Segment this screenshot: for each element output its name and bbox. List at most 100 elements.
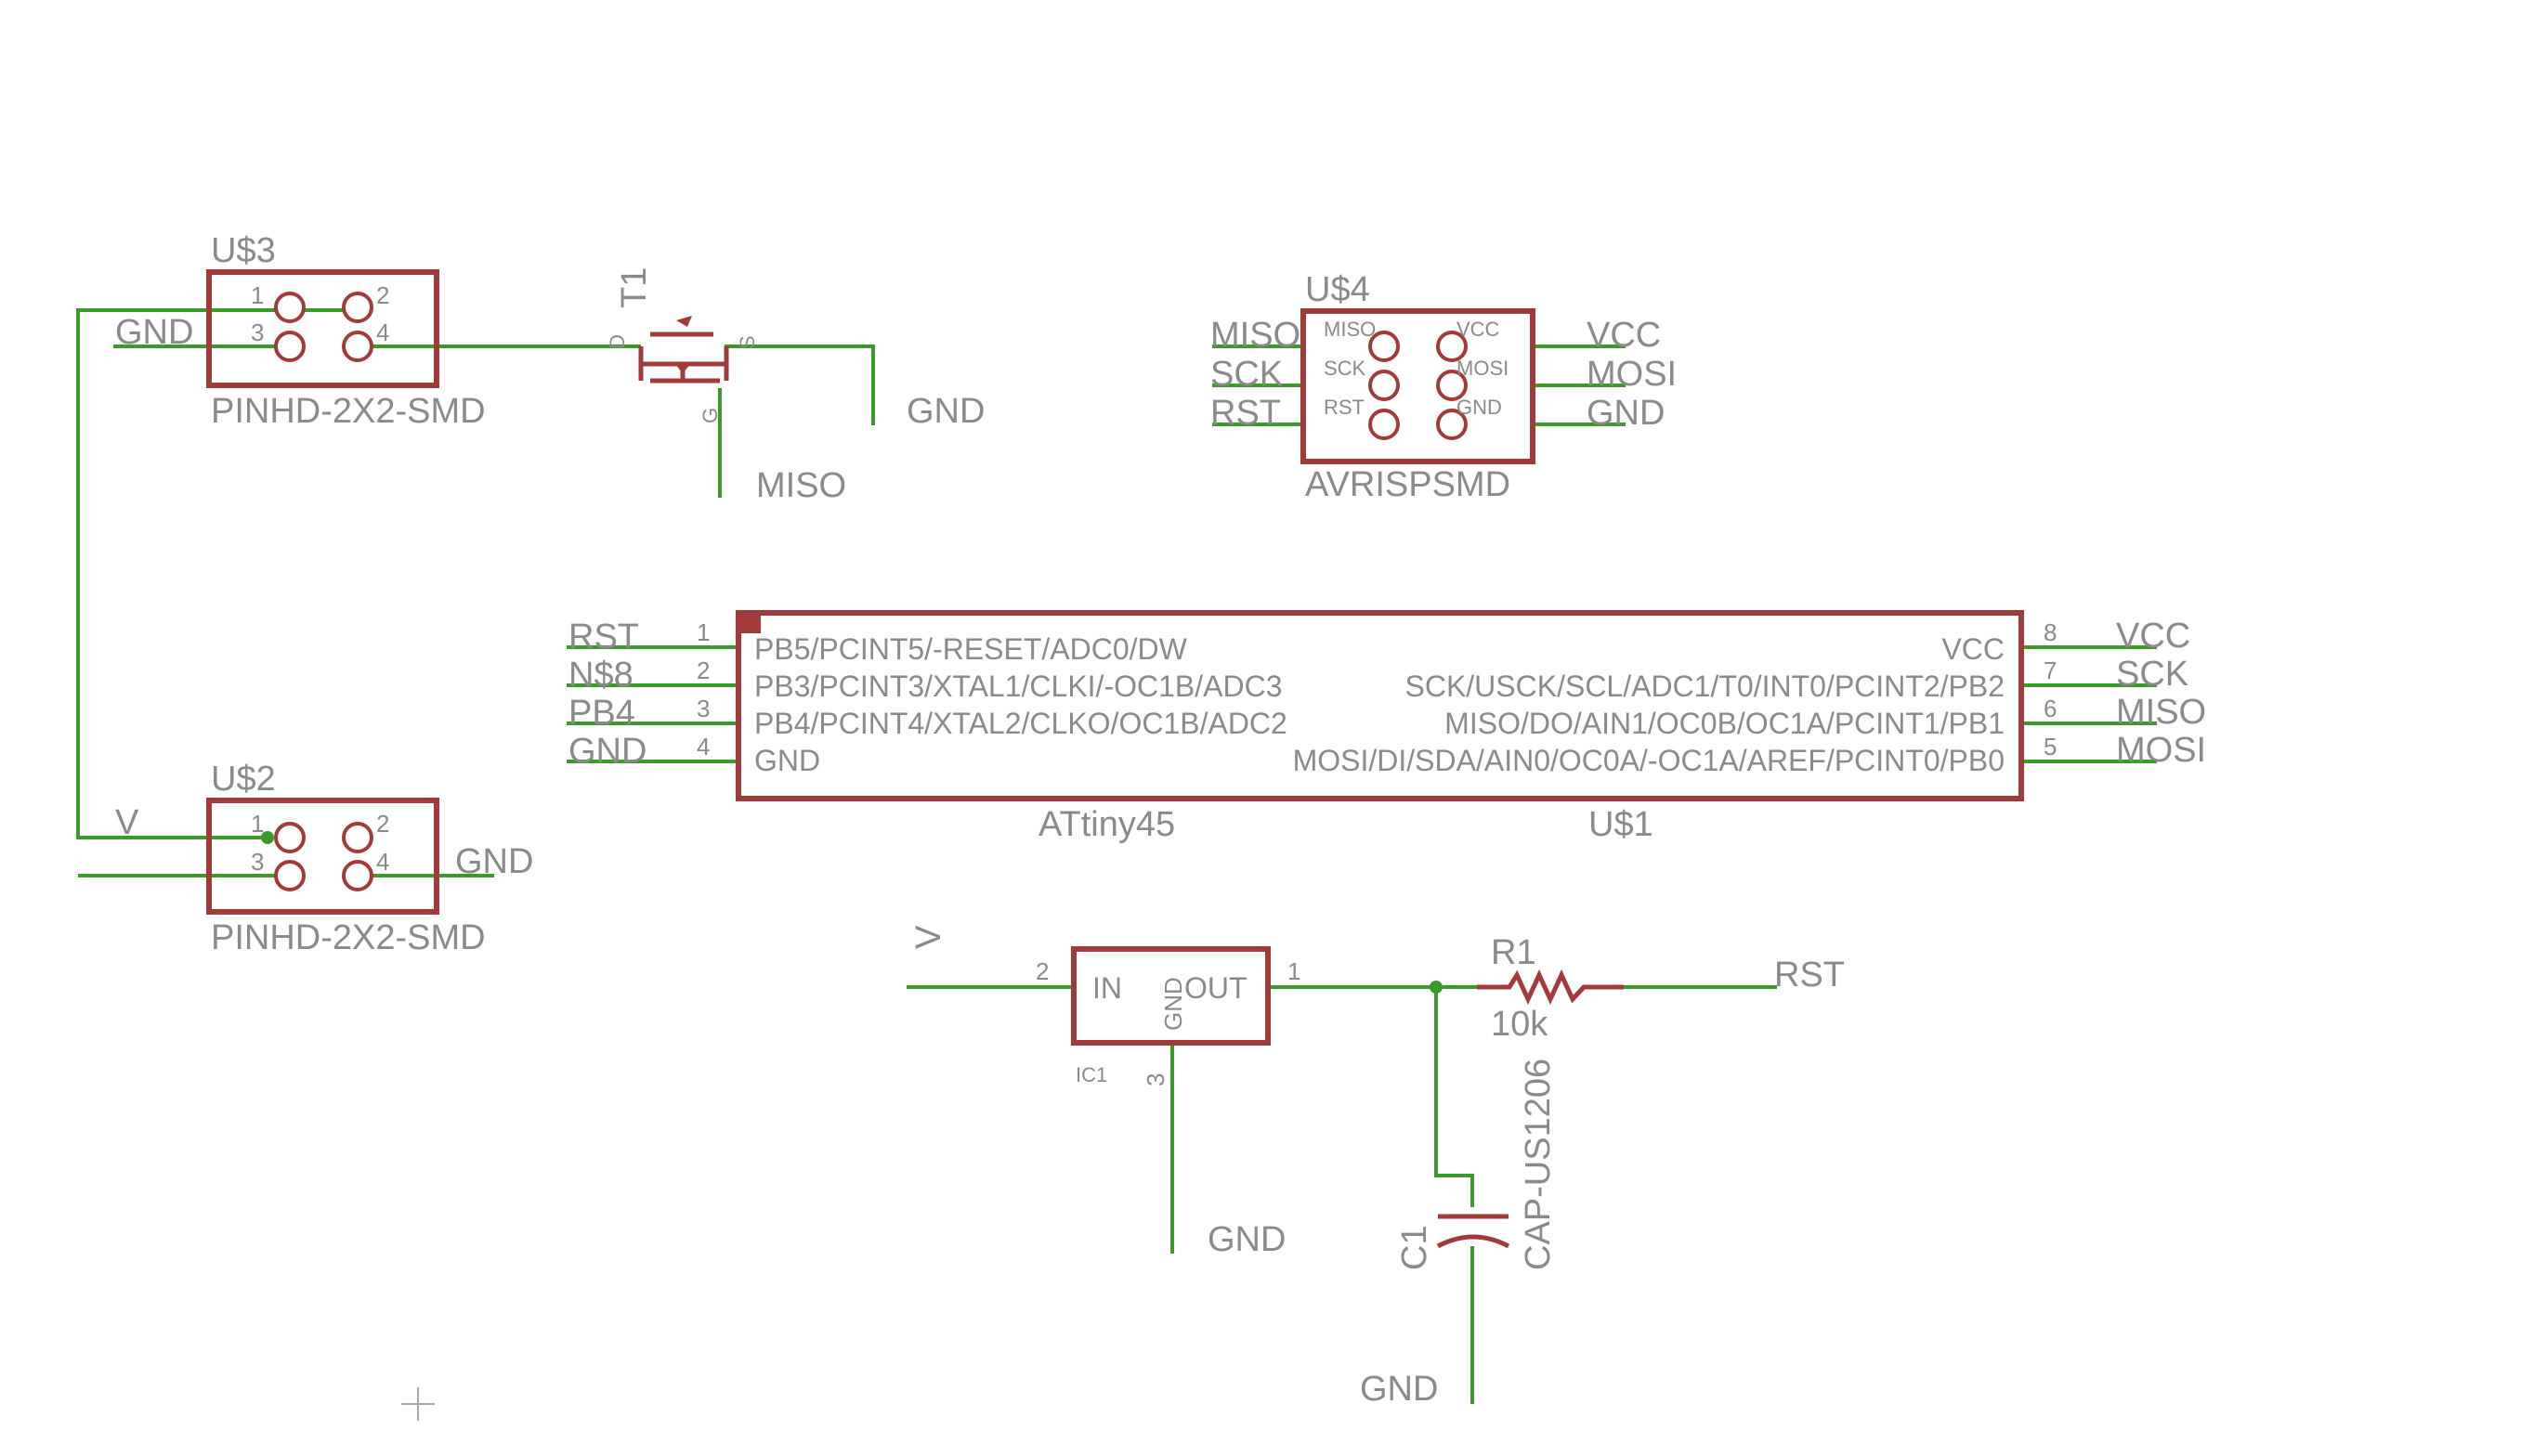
u1-right-label-8: VCC — [1941, 632, 2005, 666]
u4-pad — [1368, 370, 1400, 401]
wire-to-c1 — [1434, 987, 1474, 1207]
u2-net-v: V — [115, 803, 139, 842]
ic1-num-in: 2 — [1036, 957, 1049, 985]
junction-dot — [261, 831, 274, 844]
u1-net-mosi: MOSI — [2116, 731, 2206, 770]
u1-pin1-marker — [740, 615, 761, 633]
u1-left-label-3: PB4/PCINT4/XTAL2/CLKO/OC1B/ADC2 — [754, 707, 1287, 740]
wire-t1-gnd — [725, 344, 875, 425]
component-u3[interactable]: U$3 PINHD-2X2-SMD 1 2 3 4 GND — [115, 231, 486, 431]
t1-net-miso: MISO — [756, 466, 846, 505]
u1-pin-num-2: 2 — [697, 656, 710, 684]
component-r1[interactable]: R1 10k RST — [1477, 933, 1845, 1044]
u3-pad — [274, 292, 306, 323]
t1-net-gnd: GND — [907, 392, 985, 431]
ic1-net-v: V — [909, 925, 948, 949]
u4-body — [1300, 308, 1535, 464]
ic1-name: IC1 — [1076, 1063, 1107, 1086]
u1-name: U$1 — [1588, 805, 1653, 844]
ic1-pin-gnd: GND — [1159, 977, 1187, 1031]
u1-pin-num-1: 1 — [697, 618, 710, 646]
component-u2[interactable]: U$2 PINHD-2X2-SMD 1 2 3 4 V GND — [115, 760, 533, 957]
u4-net-mosi: MOSI — [1587, 355, 1677, 394]
u1-net-n8: N$8 — [568, 656, 634, 695]
ic1-net-gnd: GND — [1208, 1220, 1286, 1259]
u1-net-sck: SCK — [2116, 655, 2188, 694]
u3-value: PINHD-2X2-SMD — [211, 392, 486, 431]
u1-net-gnd: GND — [568, 732, 647, 771]
u1-left-label-2: PB3/PCINT3/XTAL1/CLKI/-OC1B/ADC3 — [754, 670, 1282, 703]
c1-value: CAP-US1206 — [1519, 1059, 1558, 1270]
u4-pin-sck: SCK — [1324, 357, 1366, 380]
ic1-num-gnd: 3 — [1142, 1073, 1169, 1086]
origin-cross — [401, 1387, 435, 1421]
u2-name: U$2 — [211, 760, 276, 799]
u4-net-sck: SCK — [1210, 355, 1283, 394]
r1-name: R1 — [1491, 933, 1536, 972]
u3-net-gnd: GND — [115, 313, 193, 352]
wires — [76, 308, 2157, 1404]
r1-value: 10k — [1491, 1005, 1548, 1044]
t1-arrow-icon — [676, 316, 692, 327]
wire-u3-u2-link — [76, 308, 372, 839]
r1-net-rst: RST — [1774, 956, 1845, 994]
u3-pin-1: 1 — [251, 281, 264, 309]
u2-pin-1: 1 — [251, 810, 264, 838]
origin-markers — [401, 1387, 435, 1421]
u4-net-gnd: GND — [1587, 394, 1665, 433]
component-ic1[interactable]: IN OUT GND 2 1 3 IC1 V GND — [909, 925, 1300, 1259]
u4-pin-vcc: VCC — [1456, 318, 1500, 341]
ic1-pin-out: OUT — [1184, 971, 1247, 1005]
u1-net-miso: MISO — [2116, 693, 2206, 732]
u4-net-vcc: VCC — [1587, 316, 1661, 355]
u3-pad — [342, 331, 373, 362]
u4-net-rst: RST — [1210, 394, 1281, 433]
u4-net-miso: MISO — [1210, 316, 1300, 355]
u1-right-label-5: MOSI/DI/SDA/AIN0/OC0A/-OC1A/AREF/PCINT0/… — [1293, 744, 2005, 777]
u3-pin-3: 3 — [251, 318, 264, 346]
u2-body — [206, 798, 439, 915]
u4-pad — [1436, 409, 1468, 440]
u1-right-label-7: SCK/USCK/SCL/ADC1/T0/INT0/PCINT2/PB2 — [1404, 670, 2005, 703]
component-u1[interactable]: PB5/PCINT5/-RESET/ADC0/DW PB3/PCINT3/XTA… — [568, 610, 2206, 844]
ic1-pin-in: IN — [1092, 971, 1122, 1005]
u1-left-label-4: GND — [754, 744, 820, 777]
u3-pin-4: 4 — [376, 318, 389, 346]
u2-pin-4: 4 — [376, 848, 389, 876]
u3-pad — [274, 331, 306, 362]
ic1-num-out: 1 — [1287, 957, 1300, 985]
u4-pin-rst: RST — [1324, 396, 1365, 419]
u4-value: AVRISPSMD — [1305, 465, 1510, 504]
t1-name: T1 — [615, 267, 654, 308]
u1-pin-num-8: 8 — [2044, 618, 2057, 646]
u4-pad — [1368, 409, 1400, 440]
u4-name: U$4 — [1305, 270, 1370, 309]
u1-body — [736, 610, 2024, 801]
u4-pin-miso: MISO — [1324, 318, 1376, 341]
c1-plate-bottom — [1436, 1234, 1510, 1249]
ic1-body — [1071, 946, 1271, 1046]
u4-pad — [1368, 331, 1400, 362]
u1-right-label-6: MISO/DO/AIN1/OC0B/OC1A/PCINT1/PB1 — [1444, 707, 2005, 740]
u2-pad — [274, 822, 306, 853]
u2-pad — [274, 860, 306, 891]
u1-pin-num-3: 3 — [697, 695, 710, 722]
component-c1[interactable]: C1 CAP-US1206 GND — [1360, 1059, 1558, 1409]
component-t1[interactable]: T1 D S G GND MISO — [606, 267, 985, 505]
u1-left-label-1: PB5/PCINT5/-RESET/ADC0/DW — [754, 632, 1188, 666]
u2-value: PINHD-2X2-SMD — [211, 918, 486, 957]
u3-body — [206, 269, 439, 388]
u3-pad — [342, 292, 373, 323]
u2-pad — [342, 822, 373, 853]
component-u4[interactable]: U$4 AVRISPSMD MISO SCK RST VCC MOSI GND … — [1210, 270, 1677, 504]
u2-net-gnd: GND — [455, 842, 533, 881]
u4-pad — [1436, 370, 1468, 401]
junction-dot — [1430, 981, 1443, 994]
u1-pin-num-4: 4 — [697, 733, 710, 760]
u1-pin-num-7: 7 — [2044, 656, 2057, 684]
u2-pin-3: 3 — [251, 848, 264, 876]
u1-net-vcc: VCC — [2116, 617, 2190, 656]
u4-pin-mosi: MOSI — [1456, 357, 1509, 380]
u1-net-pb4: PB4 — [568, 694, 635, 733]
